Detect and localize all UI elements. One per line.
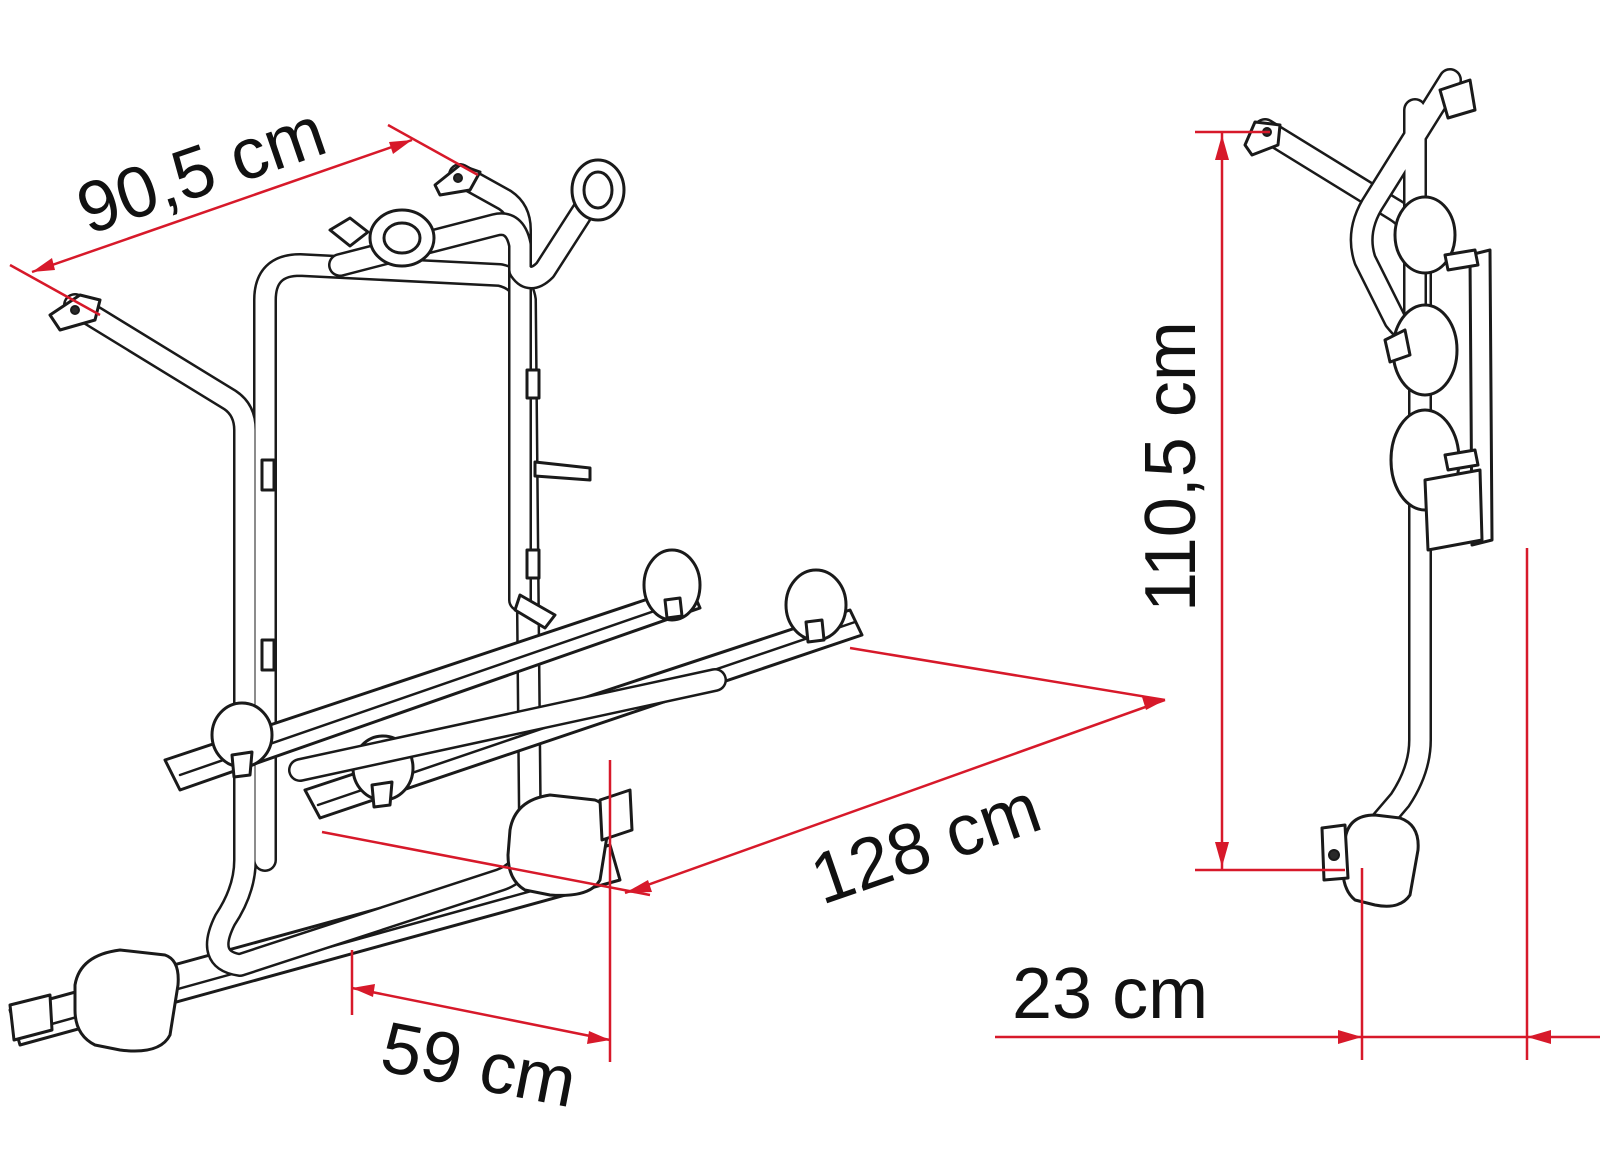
label-depth-base: 59 cm (375, 1007, 583, 1123)
top-mount-brackets (48, 163, 482, 332)
side-support-pad (1320, 813, 1420, 908)
carrier-side-view (1243, 68, 1494, 908)
label-length-arms: 128 cm (801, 768, 1050, 921)
side-rail-mount (1383, 248, 1494, 552)
carrier-perspective-view (8, 158, 864, 1053)
dimension-lines (9, 123, 1600, 1062)
dim-width-top-line (9, 123, 479, 317)
top-arms (328, 163, 602, 612)
dim-height-line (1195, 130, 1345, 872)
label-width-top: 90,5 cm (67, 91, 335, 250)
dim-offset-line (995, 548, 1600, 1060)
side-brackets (260, 368, 592, 672)
support-pads (8, 788, 634, 1053)
label-offset-side: 23 cm (1012, 954, 1208, 1034)
rail-front (163, 548, 702, 792)
side-top-bracket (1243, 120, 1282, 157)
dim-depth-line (350, 760, 612, 1062)
label-height-side: 110,5 cm (1131, 321, 1211, 612)
lower-rail-tube (288, 668, 727, 782)
dim-length-line (321, 646, 1166, 897)
main-frame (63, 253, 542, 977)
top-frame-clamps (328, 158, 626, 268)
